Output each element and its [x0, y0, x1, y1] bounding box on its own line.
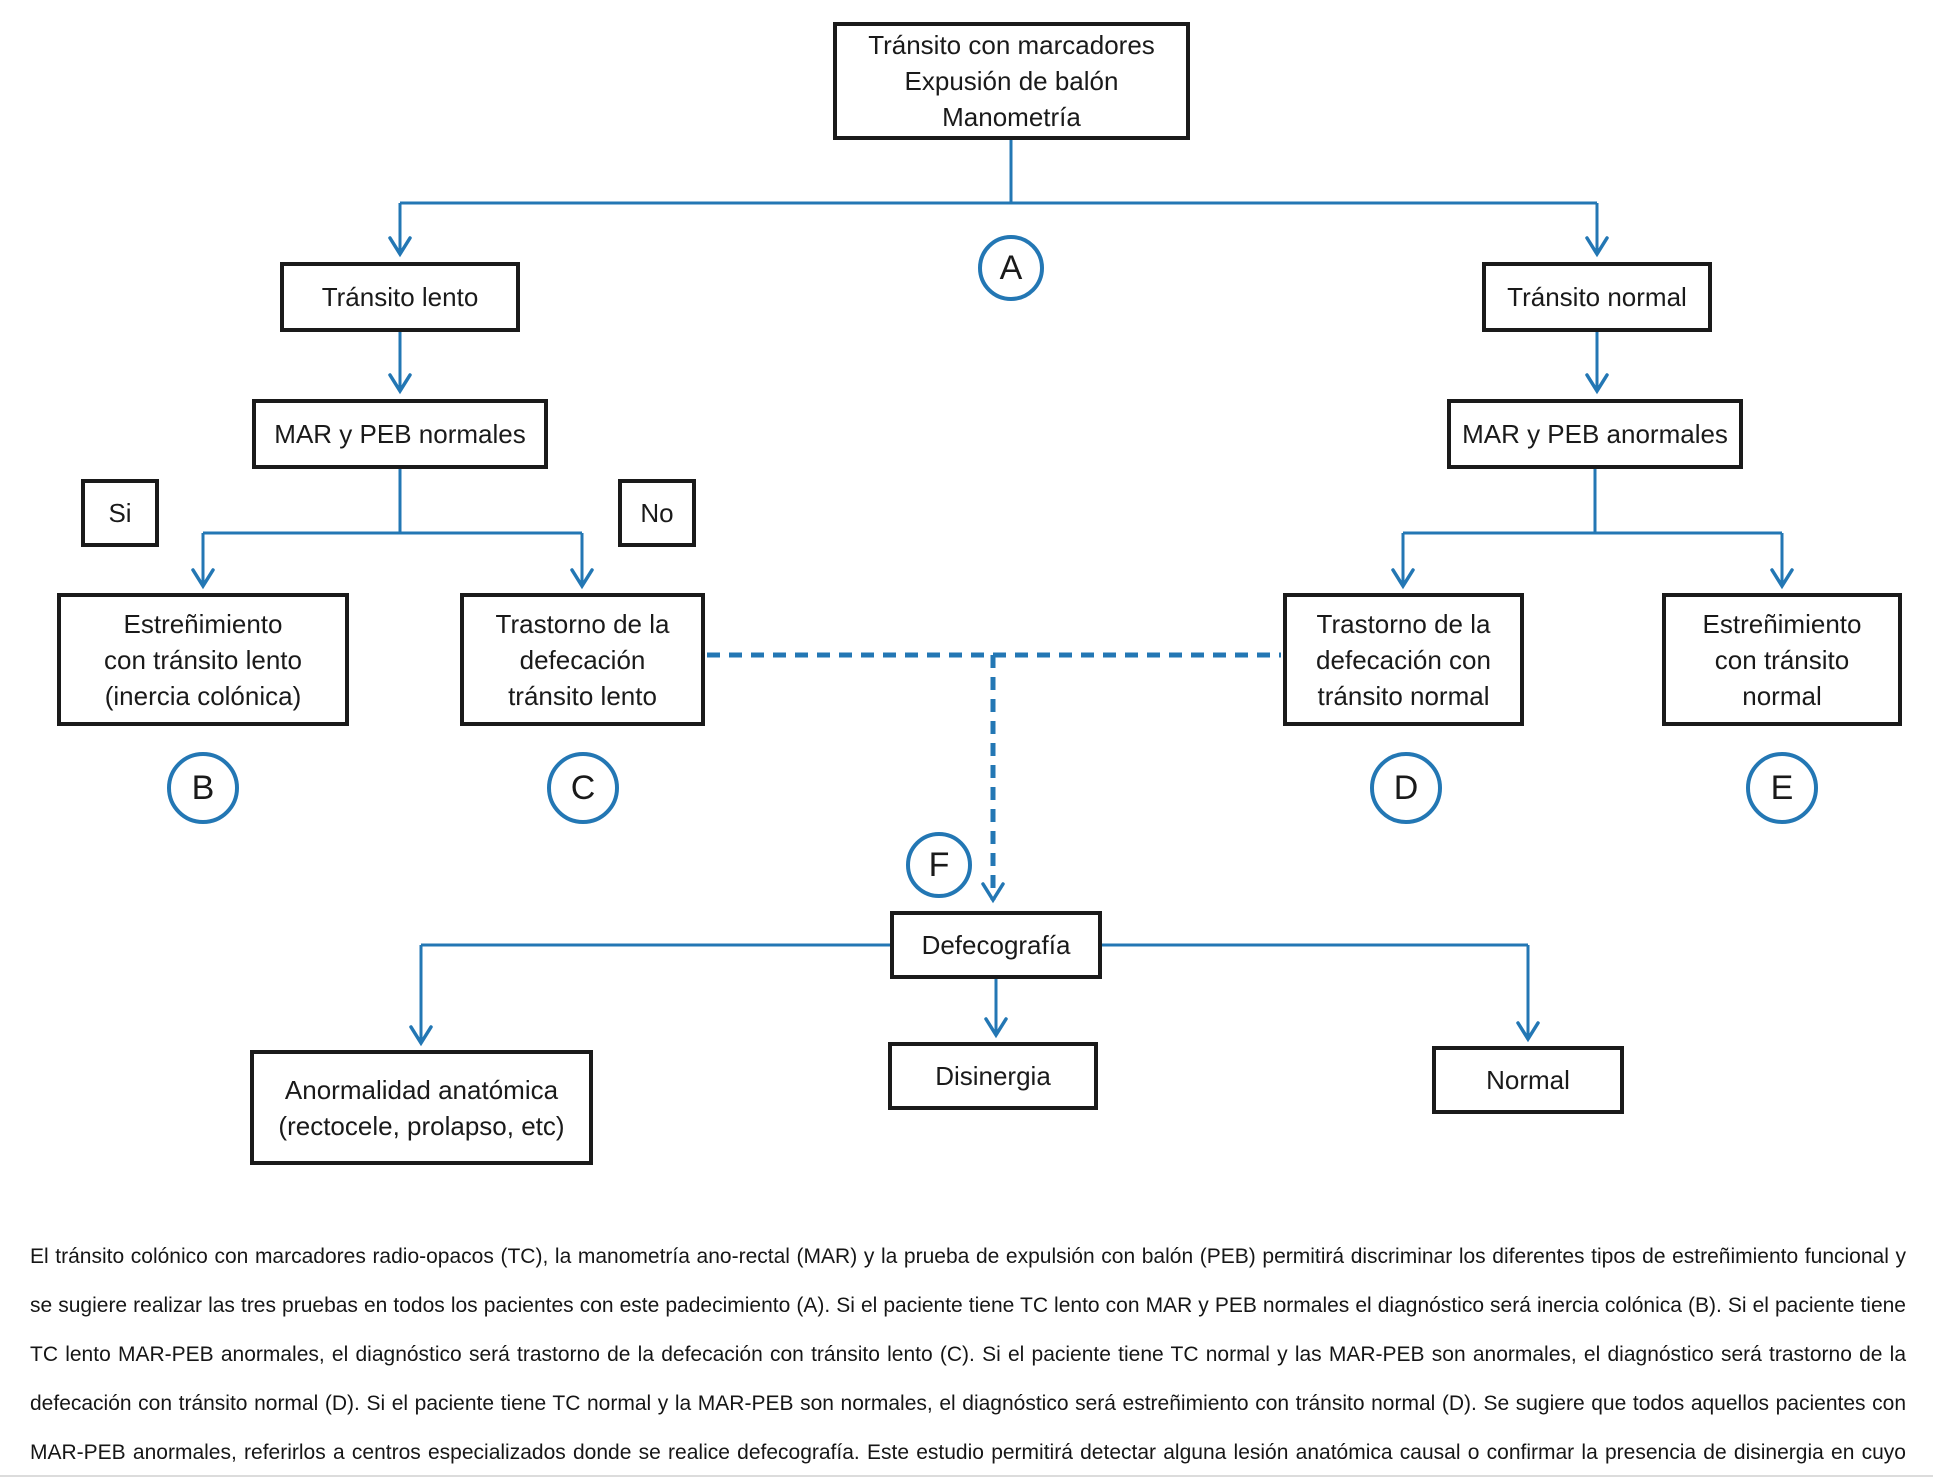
box-trastorno-defecacion-lento: Trastorno de la defecación tránsito lent…: [460, 593, 705, 726]
box-transito-normal: Tránsito normal: [1482, 262, 1712, 332]
box-disinergia: Disinergia: [888, 1042, 1098, 1110]
label-circle-c: C: [547, 752, 619, 824]
figure-caption: El tránsito colónico con marcadores radi…: [30, 1245, 1906, 1464]
label-circle-a: A: [978, 235, 1044, 301]
box-estrenimiento-transito-lento: Estreñimiento con tránsito lento (inerci…: [57, 593, 349, 726]
box-defecografia: Defecografía: [890, 911, 1102, 979]
label-circle-e: E: [1746, 752, 1818, 824]
bottom-divider: [0, 1475, 1933, 1477]
dashed-connectors: [707, 652, 1281, 904]
box-transito-con-marcadores: Tránsito con marcadores Expusión de baló…: [833, 22, 1190, 140]
label-circle-b: B: [167, 752, 239, 824]
box-transito-lento: Tránsito lento: [280, 262, 520, 332]
box-estrenimiento-transito-normal: Estreñimiento con tránsito normal: [1662, 593, 1902, 726]
box-anormalidad-anatomica: Anormalidad anatómica (rectocele, prolap…: [250, 1050, 593, 1165]
box-no: No: [618, 479, 696, 547]
box-trastorno-defecacion-normal: Trastorno de la defecación con tránsito …: [1283, 593, 1524, 726]
box-normal: Normal: [1432, 1046, 1624, 1114]
box-mar-peb-normales: MAR y PEB normales: [252, 399, 548, 469]
box-si: Si: [81, 479, 159, 547]
solid-connectors: [191, 140, 1794, 1047]
label-circle-d: D: [1370, 752, 1442, 824]
box-mar-peb-anormales: MAR y PEB anormales: [1447, 399, 1743, 469]
label-circle-f: F: [906, 832, 972, 898]
